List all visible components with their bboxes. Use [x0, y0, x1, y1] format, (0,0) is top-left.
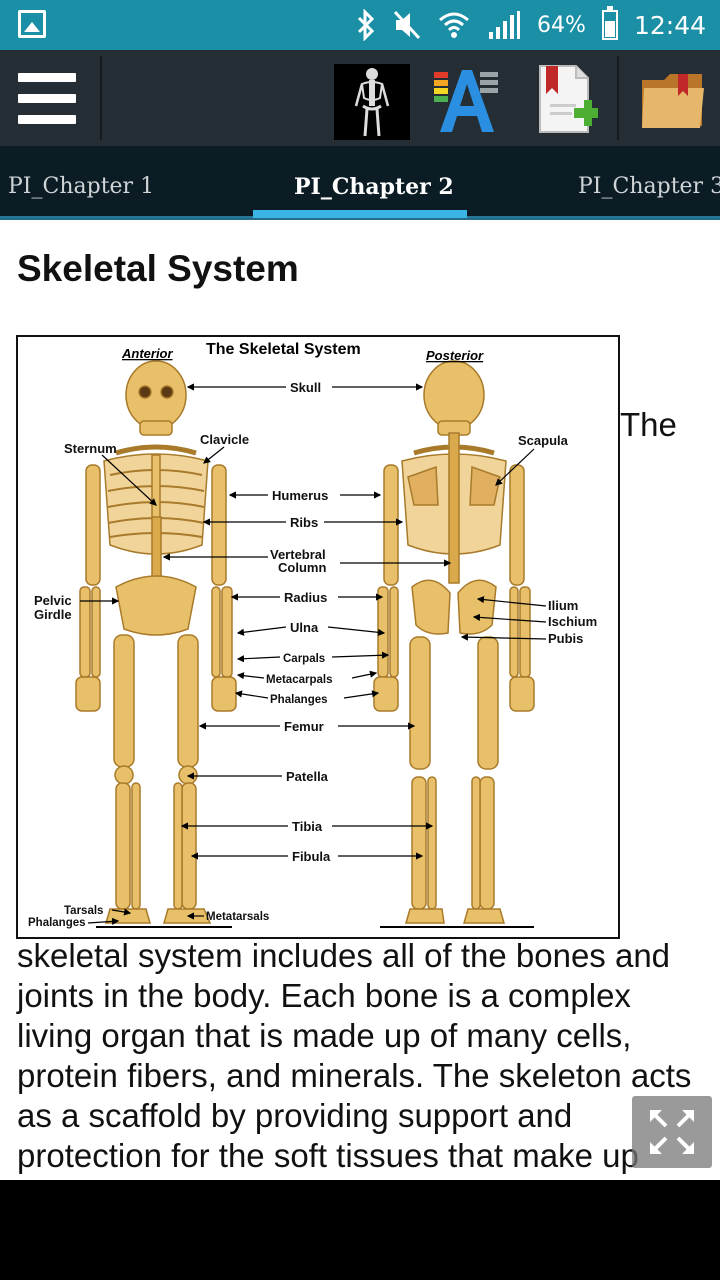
font-size-button[interactable] — [432, 60, 502, 138]
label-carpals: Carpals — [283, 653, 325, 665]
menu-icon-bar — [18, 94, 76, 103]
tab-chapter-1[interactable]: PI_Chapter 1 — [8, 174, 155, 199]
figure-title: The Skeletal System — [206, 341, 361, 358]
label-phalanges-hand: Phalanges — [270, 694, 328, 706]
body-text: skeletal system includes all of the bone… — [17, 937, 692, 1174]
label-humerus: Humerus — [272, 488, 328, 503]
label-clavicle: Clavicle — [200, 432, 249, 447]
page-title: Skeletal System — [17, 248, 299, 289]
posterior-skeleton — [373, 360, 535, 924]
label-femur: Femur — [284, 719, 324, 734]
label-vertebral: Vertebral — [270, 547, 326, 562]
label-patella: Patella — [286, 769, 329, 784]
menu-icon — [18, 73, 76, 82]
label-tibia: Tibia — [292, 819, 323, 834]
mute-icon — [393, 10, 421, 40]
wifi-icon — [439, 12, 470, 38]
toolbar — [0, 50, 720, 146]
body-text-start: The — [620, 406, 677, 443]
label-radius: Radius — [284, 590, 327, 605]
label-pelvic: Pelvic — [34, 593, 72, 608]
battery-percent: 64% — [537, 12, 586, 38]
fullscreen-button[interactable] — [632, 1096, 712, 1168]
menu-button[interactable] — [0, 50, 100, 146]
label-ischium: Ischium — [548, 614, 597, 629]
label-ulna: Ulna — [290, 620, 319, 635]
status-icons: 64% 12:44 — [355, 0, 706, 50]
skeleton-thumbnail-button[interactable] — [334, 64, 410, 140]
fullscreen-icon — [650, 1110, 694, 1154]
label-girdle: Girdle — [34, 607, 72, 622]
skeleton-thumbnail — [354, 68, 390, 137]
add-bookmark-icon — [539, 65, 598, 133]
tab-underline — [0, 216, 720, 220]
active-tab-indicator — [253, 210, 467, 218]
label-ilium: Ilium — [548, 598, 578, 613]
label-fibula: Fibula — [292, 849, 331, 864]
label-tarsals: Tarsals — [64, 905, 103, 917]
label-skull: Skull — [290, 380, 321, 395]
chapter-tabs: PI_Chapter 1 PI_Chapter 2 PI_Chapter 3 — [0, 146, 720, 218]
skeleton-diagram: Anterior The Skeletal System Posterior S… — [28, 341, 597, 929]
leader-lines — [80, 383, 547, 925]
tab-chapter-3[interactable]: PI_Chapter 3 — [578, 174, 720, 199]
bookmarks-folder-button[interactable] — [638, 60, 708, 138]
signal-icon — [489, 11, 521, 39]
posterior-label: Posterior — [426, 348, 484, 363]
label-column: Column — [278, 560, 326, 575]
label-scapula: Scapula — [518, 433, 569, 448]
menu-icon-bar — [18, 115, 76, 124]
clock: 12:44 — [633, 10, 706, 40]
skeletal-system-figure: Anterior The Skeletal System Posterior S… — [16, 335, 620, 939]
bottom-blank-area — [0, 1180, 720, 1280]
font-size-icon — [434, 70, 498, 132]
label-metatarsals: Metatarsals — [206, 911, 269, 923]
label-ribs: Ribs — [290, 515, 318, 530]
anterior-label: Anterior — [121, 346, 174, 361]
bluetooth-icon — [357, 9, 375, 41]
label-sternum: Sternum — [64, 441, 117, 456]
add-bookmark-button[interactable] — [536, 60, 598, 138]
gallery-icon — [18, 10, 46, 38]
label-metacarpals: Metacarpals — [266, 674, 332, 686]
chapter-content[interactable]: Skeletal System — [0, 220, 720, 1180]
tab-chapter-2[interactable]: PI_Chapter 2 — [294, 174, 454, 200]
divider — [617, 56, 619, 140]
battery-icon — [601, 6, 618, 40]
label-phalanges-foot: Phalanges — [28, 917, 86, 929]
bookmarks-folder-icon — [642, 74, 704, 128]
status-bar: 64% 12:44 — [0, 0, 720, 50]
label-pubis: Pubis — [548, 631, 583, 646]
anterior-skeleton — [75, 360, 237, 924]
divider — [100, 56, 102, 140]
